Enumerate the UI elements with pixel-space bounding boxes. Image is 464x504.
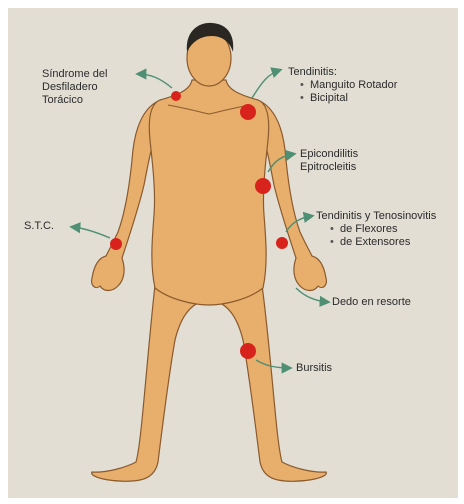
label-tenosynovitis-item-2-text: de Extensores	[340, 236, 410, 248]
label-bursitis: Bursitis	[296, 362, 332, 375]
marker-knee	[240, 343, 256, 359]
marker-elbow	[255, 178, 271, 194]
bullet-icon: •	[300, 92, 310, 105]
bullet-icon: •	[300, 79, 310, 92]
marker-right-wrist	[276, 237, 288, 249]
marker-thoracic-outlet	[171, 91, 181, 101]
label-epicondylitis-line1: Epicondilitis	[300, 148, 358, 161]
label-tendinitis-title: Tendinitis:	[288, 66, 397, 79]
marker-left-wrist	[110, 238, 122, 250]
bullet-icon: •	[330, 236, 340, 249]
label-stc: S.T.C.	[24, 220, 54, 233]
label-epicondylitis: Epicondilitis Epitrocleitis	[300, 148, 358, 174]
label-tendinitis: Tendinitis: •Manguito Rotador •Bicipital	[288, 66, 397, 105]
label-tendinitis-item-2-text: Bicipital	[310, 92, 348, 104]
label-tendinitis-item-1: •Manguito Rotador	[288, 79, 397, 92]
label-trigger-finger: Dedo en resorte	[332, 296, 411, 309]
label-tenosynovitis-title: Tendinitis y Tenosinovitis	[316, 210, 436, 223]
label-thoracic-outlet-line2: Desfiladero	[42, 81, 107, 94]
label-tenosynovitis: Tendinitis y Tenosinovitis •de Flexores …	[316, 210, 436, 249]
label-tendinitis-item-2: •Bicipital	[288, 92, 397, 105]
label-tenosynovitis-item-2: •de Extensores	[316, 236, 436, 249]
label-tenosynovitis-item-1-text: de Flexores	[340, 223, 397, 235]
bullet-icon: •	[330, 223, 340, 236]
label-thoracic-outlet-line3: Torácico	[42, 94, 107, 107]
label-thoracic-outlet: Síndrome del Desfiladero Torácico	[42, 68, 107, 107]
label-epicondylitis-line2: Epitrocleitis	[300, 161, 358, 174]
label-tenosynovitis-item-1: •de Flexores	[316, 223, 436, 236]
label-tendinitis-item-1-text: Manguito Rotador	[310, 79, 397, 91]
label-thoracic-outlet-line1: Síndrome del	[42, 68, 107, 81]
marker-shoulder	[240, 104, 256, 120]
